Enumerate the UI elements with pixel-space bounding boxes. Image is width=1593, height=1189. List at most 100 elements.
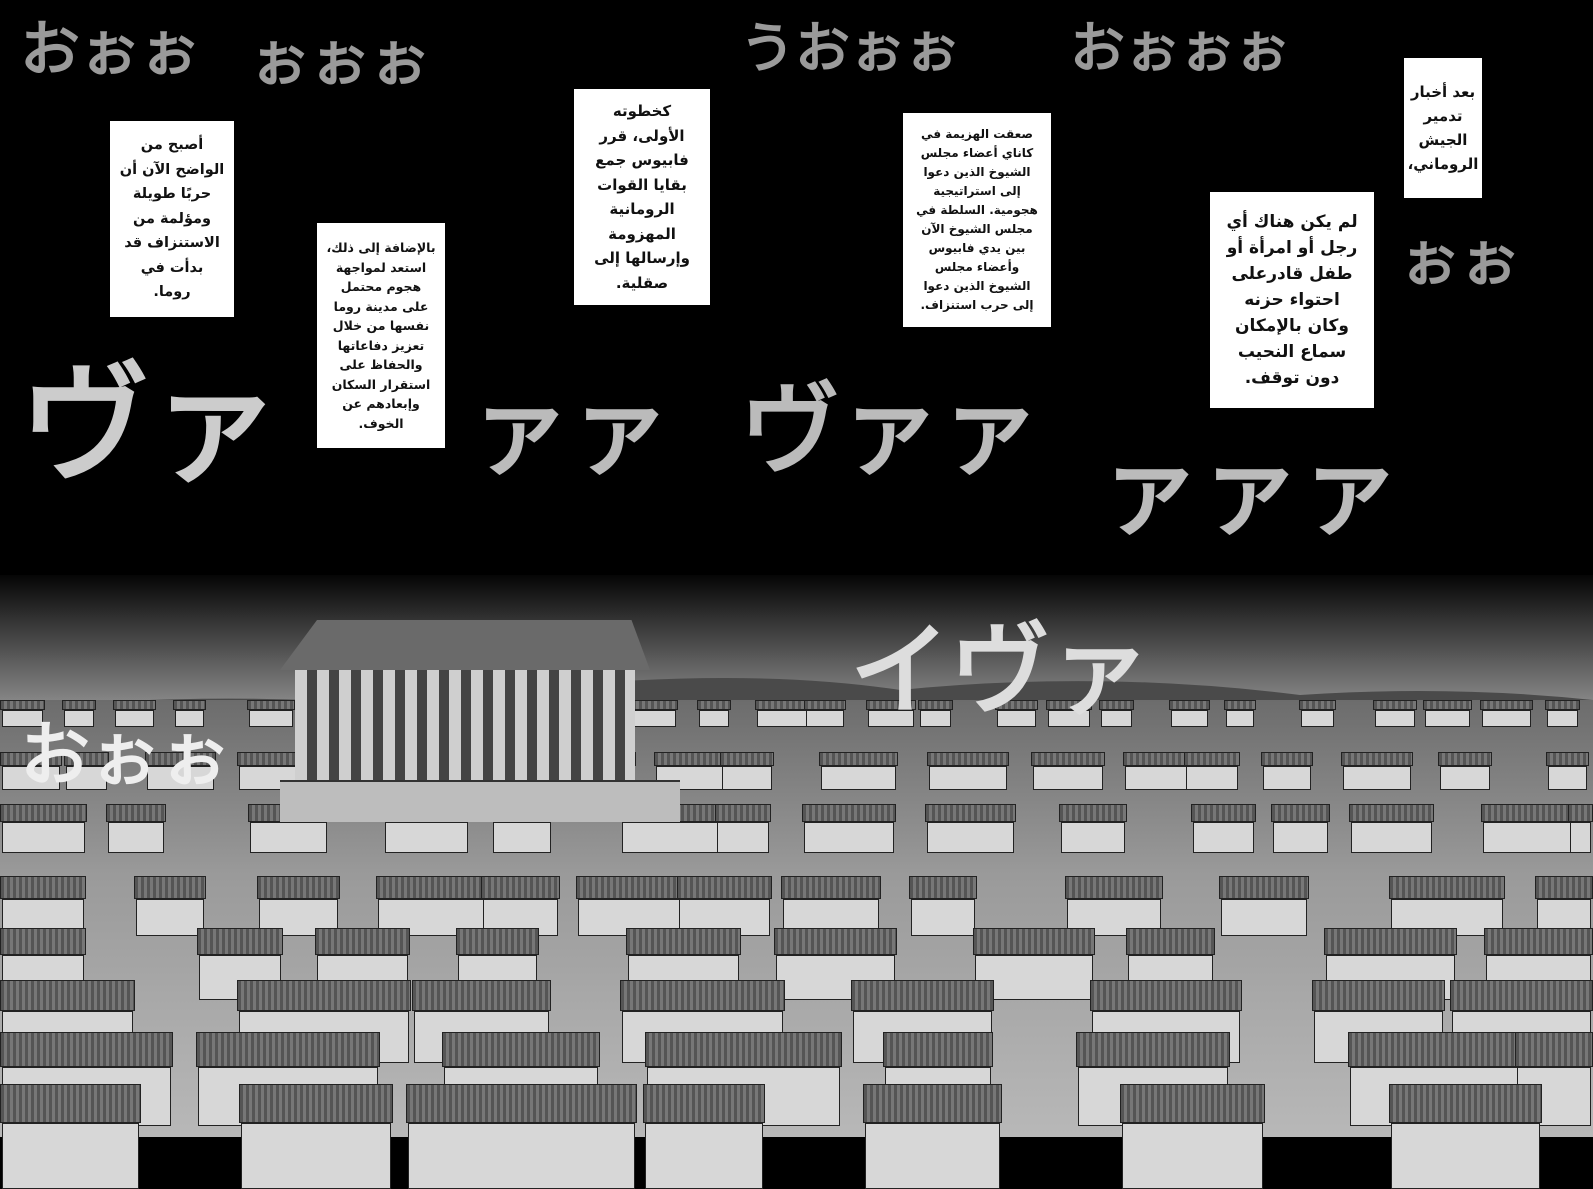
caption-box: بالإضافة إلى ذلك، استعد لمواجهة هجوم محت… <box>317 223 445 448</box>
house <box>805 710 845 727</box>
house <box>975 954 1094 1000</box>
house-roof <box>196 1032 381 1068</box>
house-roof <box>719 752 774 767</box>
house <box>864 1123 1000 1189</box>
house <box>756 710 812 727</box>
city-view <box>0 700 1593 1189</box>
house <box>114 710 155 727</box>
house-roof <box>1122 752 1189 767</box>
sfx-lettering: ァァァ <box>1100 431 1400 549</box>
house <box>1569 822 1591 854</box>
house <box>1193 822 1254 854</box>
house <box>867 710 914 727</box>
house <box>1263 766 1312 791</box>
house-roof <box>973 928 1096 955</box>
house-roof <box>644 1032 843 1068</box>
house <box>910 898 975 937</box>
house-roof <box>173 700 206 711</box>
house <box>1390 1123 1541 1189</box>
house <box>698 710 729 727</box>
house-roof <box>1449 980 1593 1012</box>
house <box>622 822 723 854</box>
house <box>2 822 86 854</box>
house-roof <box>625 928 742 955</box>
house-roof <box>1340 752 1413 767</box>
sfx-lettering: おぉぉ <box>20 15 200 85</box>
house-roof <box>1438 752 1492 767</box>
house-roof <box>257 876 341 899</box>
caption-box: كخطوته الأولى، قرر فابيوس جمع بقايا القو… <box>574 89 710 305</box>
sfx-lettering: うおぉぉ <box>740 15 961 80</box>
house <box>1101 710 1132 727</box>
house-roof <box>925 804 1017 823</box>
house-roof <box>927 752 1010 767</box>
house-roof <box>1223 700 1257 711</box>
house-roof <box>917 700 953 711</box>
house <box>1047 710 1090 727</box>
house <box>1061 822 1126 854</box>
sfx-lettering: ぉぉ <box>1400 225 1520 295</box>
house-roof <box>1270 804 1331 823</box>
house-roof <box>1064 876 1163 899</box>
house-roof <box>1099 700 1134 711</box>
house-roof <box>238 1084 394 1124</box>
house <box>64 710 94 727</box>
house-roof <box>64 752 109 767</box>
house-roof <box>134 876 206 899</box>
house-roof <box>1535 876 1593 899</box>
house-roof <box>1349 804 1434 823</box>
house-roof <box>1030 752 1106 767</box>
house-roof <box>0 1084 141 1124</box>
house-roof <box>481 876 561 899</box>
house <box>1032 766 1104 791</box>
house-roof <box>0 804 88 823</box>
house <box>1547 710 1578 727</box>
house-roof <box>441 1032 600 1068</box>
house-roof <box>1372 700 1418 711</box>
sfx-lettering: ァァ <box>470 371 670 489</box>
house-roof <box>106 804 167 823</box>
house-roof <box>1348 1032 1523 1068</box>
house <box>385 822 469 854</box>
house-roof <box>144 752 217 767</box>
sfx-lettering: ヴァ <box>20 348 281 501</box>
house-roof <box>1125 928 1216 955</box>
house-roof <box>1169 700 1210 711</box>
house-roof <box>1299 700 1337 711</box>
house <box>146 766 215 791</box>
house <box>997 710 1037 727</box>
house <box>136 898 204 937</box>
sfx-lettering: ヴァァ <box>740 371 1040 489</box>
house <box>175 710 204 727</box>
house-roof <box>774 928 898 955</box>
house-roof <box>1183 752 1240 767</box>
house-roof <box>1191 804 1256 823</box>
house <box>1482 822 1581 854</box>
house-roof <box>1076 1032 1231 1068</box>
house <box>929 766 1008 791</box>
house <box>927 822 1015 854</box>
house <box>716 822 770 854</box>
house-roof <box>619 980 786 1012</box>
house <box>240 1123 392 1189</box>
house-roof <box>1545 700 1580 711</box>
house-roof <box>1261 752 1314 767</box>
house-roof <box>575 876 686 899</box>
house-roof <box>0 928 87 955</box>
house-roof <box>375 876 497 899</box>
caption-box: لم يكن هناك أي رجل أو امرأة أو طفل قادرع… <box>1210 192 1374 408</box>
house-roof <box>0 980 135 1012</box>
house-roof <box>818 752 898 767</box>
house-roof <box>1323 928 1457 955</box>
house <box>248 710 293 727</box>
house-roof <box>412 980 551 1012</box>
house <box>1272 822 1329 854</box>
house <box>1171 710 1208 727</box>
house-roof <box>908 876 977 899</box>
house-roof <box>882 1032 994 1068</box>
house <box>721 766 772 791</box>
house <box>1122 1123 1263 1189</box>
sfx-lettering: おぉぉぉ <box>1070 15 1291 80</box>
house <box>1221 898 1308 937</box>
house <box>919 710 951 727</box>
